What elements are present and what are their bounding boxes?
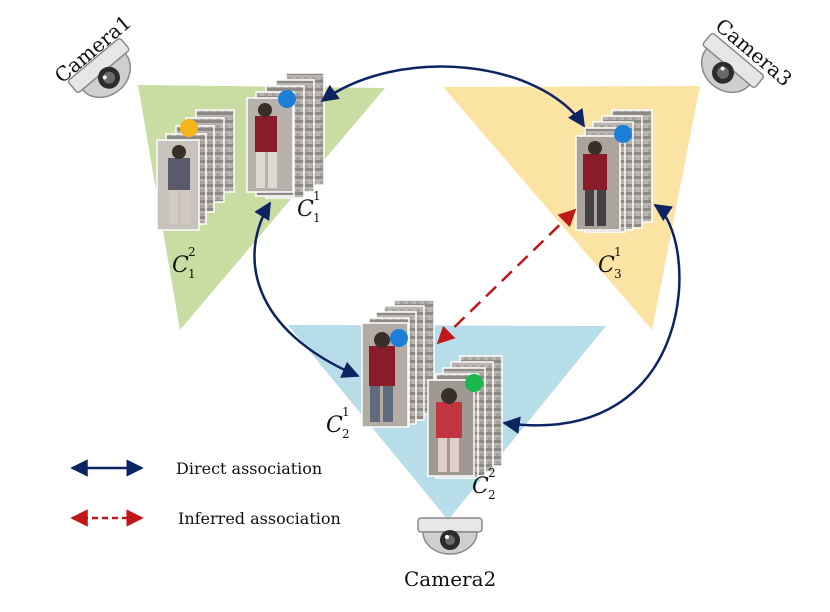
tracklet-c2-2-frames	[427, 355, 503, 479]
svg-text:C: C	[172, 253, 189, 278]
identity-dot-green	[465, 374, 483, 392]
svg-text:2: 2	[488, 488, 496, 502]
camera3-icon	[700, 32, 764, 94]
camera2-icon	[417, 517, 483, 555]
svg-text:2: 2	[488, 466, 496, 480]
tracklet-c2-1-frames	[361, 299, 435, 428]
legend-direct-label: Direct association	[176, 459, 322, 478]
svg-text:C: C	[472, 474, 489, 499]
tracklet-label-c2-2: C 2 2	[472, 466, 496, 502]
svg-text:2: 2	[188, 245, 196, 259]
direct-association-c1-c3	[320, 65, 586, 128]
direct-association-c3-c2	[502, 203, 681, 434]
camera2-label: Camera2	[404, 567, 496, 591]
legend-inferred-label: Inferred association	[178, 509, 341, 528]
tracklet-label-c1-2: C 2 1	[172, 245, 196, 281]
svg-text:1: 1	[614, 245, 622, 259]
camera1-icon	[68, 37, 132, 99]
svg-text:C: C	[326, 413, 343, 438]
camera3-field-of-view	[443, 86, 700, 330]
svg-text:1: 1	[342, 405, 350, 419]
tracklet-label-c3-1: C 1 3	[598, 245, 622, 281]
inferred-association-c3-c2	[436, 208, 577, 345]
legend: Direct association Inferred association	[70, 459, 341, 528]
svg-text:1: 1	[313, 189, 321, 203]
svg-text:1: 1	[188, 267, 196, 281]
svg-text:2: 2	[342, 427, 350, 441]
tracklet-label-c2-1: C 1 2	[326, 405, 350, 441]
svg-text:C: C	[297, 197, 314, 222]
svg-text:3: 3	[614, 267, 622, 281]
identity-dot-blue	[614, 125, 632, 143]
tracklet-c1-2-frames	[156, 109, 235, 231]
tracklet-c3-1-frames	[575, 109, 653, 233]
svg-text:C: C	[598, 253, 615, 278]
identity-dot-blue	[390, 329, 408, 347]
svg-text:1: 1	[313, 211, 321, 225]
tracklet-label-c1-1: C 1 1	[297, 189, 321, 225]
identity-dot-blue	[278, 90, 296, 108]
direct-association-c1-c2	[253, 201, 360, 378]
identity-dot-orange	[180, 119, 198, 137]
